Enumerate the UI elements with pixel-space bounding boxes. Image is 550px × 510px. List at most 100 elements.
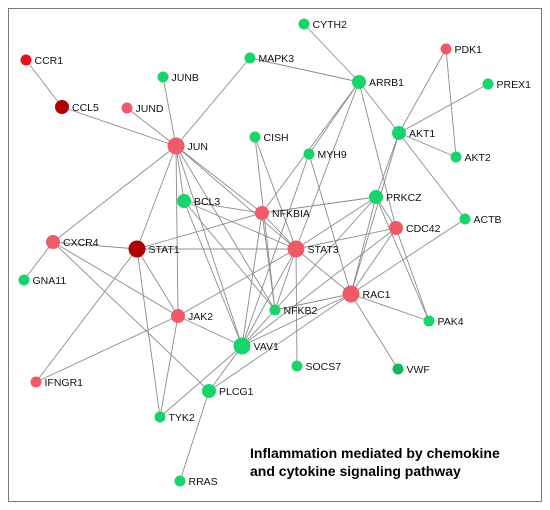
node-ccr1[interactable] <box>20 54 32 66</box>
edge-ccl5-jun <box>61 106 177 147</box>
edge-pdk1-akt2 <box>445 48 457 158</box>
node-arrb1[interactable] <box>352 75 366 89</box>
node-prex1[interactable] <box>482 78 494 90</box>
node-jund[interactable] <box>121 102 133 114</box>
node-stat3[interactable] <box>287 240 305 258</box>
node-label-cish: CISH <box>264 132 289 144</box>
edge-jund-jun <box>126 107 177 147</box>
node-label-arrb1: ARRB1 <box>369 77 404 89</box>
edge-bcl3-nfkb2 <box>183 200 276 311</box>
node-bcl3[interactable] <box>177 194 191 208</box>
node-label-prkcz: PRKCZ <box>386 192 422 204</box>
node-akt2[interactable] <box>450 151 462 163</box>
edge-rac1-vwf <box>350 293 399 370</box>
node-jak2[interactable] <box>171 309 185 323</box>
edge-stat3-nfkb2 <box>274 248 297 311</box>
node-cyth2[interactable] <box>298 18 310 30</box>
node-vwf[interactable] <box>392 363 404 375</box>
node-label-cxcr4: CXCR4 <box>63 237 99 249</box>
edge-jun-vav1 <box>175 145 243 347</box>
caption-line-1: Inflammation mediated by chemokine <box>250 445 500 461</box>
node-gna11[interactable] <box>18 274 30 286</box>
node-rac1[interactable] <box>342 285 360 303</box>
node-label-vav1: VAV1 <box>254 341 279 353</box>
edge-jun-nfkbia <box>175 145 263 214</box>
node-label-nfkb2: NFKB2 <box>284 305 318 317</box>
edge-stat1-ifngr1 <box>35 248 138 383</box>
edge-cxcr4-gna11 <box>23 241 54 281</box>
node-nfkbia[interactable] <box>255 206 269 220</box>
node-tyk2[interactable] <box>154 411 166 423</box>
edge-plcg1-rras <box>179 390 210 482</box>
node-rras[interactable] <box>174 475 186 487</box>
caption-line-2: and cytokine signaling pathway <box>250 463 461 479</box>
node-myh9[interactable] <box>303 148 315 160</box>
node-pak4[interactable] <box>423 315 435 327</box>
edge-jun-cxcr4 <box>52 145 177 243</box>
node-actb[interactable] <box>459 213 471 225</box>
edge-arrb1-nfkbia <box>261 81 360 214</box>
edge-rac1-vav1 <box>241 293 352 347</box>
node-label-jun: JUN <box>188 141 208 153</box>
edge-cxcr4-jak2 <box>52 241 179 317</box>
edge-jak2-ifngr1 <box>35 315 179 383</box>
node-label-akt1: AKT1 <box>409 128 435 140</box>
node-junb[interactable] <box>157 71 169 83</box>
node-label-jak2: JAK2 <box>188 311 213 323</box>
edge-stat3-vav1 <box>241 248 297 347</box>
edge-plcg1-cxcr4 <box>52 241 210 392</box>
edge-junb-jun <box>162 76 177 147</box>
edge-stat3-jak2 <box>177 248 297 317</box>
node-akt1[interactable] <box>392 126 406 140</box>
node-ifngr1[interactable] <box>30 376 42 388</box>
node-cish[interactable] <box>249 131 261 143</box>
node-vav1[interactable] <box>233 337 251 355</box>
node-label-cyth2: CYTH2 <box>313 19 348 31</box>
edge-bcl3-vav1 <box>183 200 243 347</box>
node-label-vwf: VWF <box>407 364 430 376</box>
edge-stat3-rac1 <box>295 248 352 295</box>
node-label-junb: JUNB <box>172 72 199 84</box>
edge-prkcz-nfkbia <box>261 196 377 214</box>
edge-cish-nfkb2 <box>254 136 276 311</box>
node-label-ccr1: CCR1 <box>35 55 64 67</box>
node-cxcr4[interactable] <box>46 235 60 249</box>
edge-bcl3-nfkbia <box>183 200 263 214</box>
edge-nfkbia-vav1 <box>241 212 263 347</box>
node-label-ifngr1: IFNGR1 <box>45 377 84 389</box>
edge-jak2-vav1 <box>177 315 243 347</box>
edge-mapk3-jun <box>175 57 251 147</box>
node-pdk1[interactable] <box>440 43 452 55</box>
node-socs7[interactable] <box>291 360 303 372</box>
node-label-prex1: PREX1 <box>497 79 532 91</box>
edge-arrb1-akt1 <box>358 81 400 134</box>
edge-stat3-socs7 <box>295 248 298 367</box>
node-cdc42[interactable] <box>389 221 403 235</box>
edge-cdc42-pak4 <box>395 227 430 322</box>
node-label-myh9: MYH9 <box>318 149 347 161</box>
pathway-caption: Inflammation mediated by chemokine and c… <box>250 444 540 480</box>
edge-prex1-akt1 <box>398 83 489 134</box>
node-label-ccl5: CCL5 <box>72 102 99 114</box>
edge-prkcz-pak4 <box>375 196 430 322</box>
node-jun[interactable] <box>167 137 185 155</box>
node-mapk3[interactable] <box>244 52 256 64</box>
node-nfkb2[interactable] <box>269 304 281 316</box>
node-label-pak4: PAK4 <box>438 316 464 328</box>
node-ccl5[interactable] <box>55 100 69 114</box>
edge-myh9-vav1 <box>241 153 310 347</box>
edge-nfkbia-nfkb2 <box>261 212 276 311</box>
node-stat1[interactable] <box>128 240 146 258</box>
edge-akt1-prkcz <box>375 132 400 198</box>
edges-layer <box>23 23 489 482</box>
edge-jun-nfkb2 <box>175 145 276 311</box>
edge-prkcz-rac1 <box>350 196 377 295</box>
node-label-bcl3: BCL3 <box>194 196 220 208</box>
node-plcg1[interactable] <box>202 384 216 398</box>
edge-arrb1-cdc42 <box>358 81 397 229</box>
edge-jak2-tyk2 <box>159 315 179 418</box>
node-label-akt2: AKT2 <box>465 152 491 164</box>
node-prkcz[interactable] <box>369 190 383 204</box>
